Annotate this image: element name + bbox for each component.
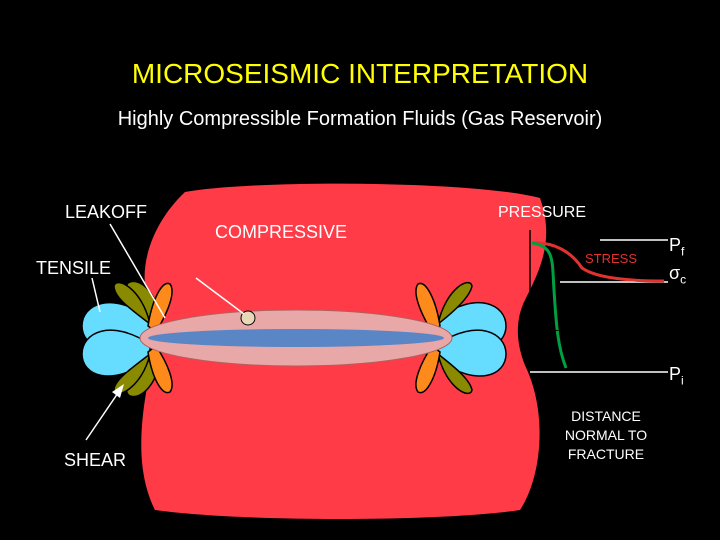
pi-subscript: i (681, 373, 684, 388)
shear-leader-line (85, 389, 121, 441)
initial-pressure-symbol: Pi (669, 364, 684, 388)
right-microseismic-lobes (415, 281, 507, 395)
graph-pressure-label: PRESSURE (498, 204, 587, 221)
shear-label: SHEAR (64, 450, 127, 470)
fracture-plane (148, 329, 444, 347)
graph-stress-label: STRESS (585, 251, 638, 266)
sigma-c-base: σ (669, 263, 681, 283)
closure-stress-symbol: σc (669, 263, 686, 287)
tensile-label: TENSILE (36, 258, 112, 278)
slide-title: MICROSEISMIC INTERPRETATION (131, 58, 589, 89)
fracture-pressure-symbol: Pf (669, 235, 684, 259)
compressive-leader-line (195, 277, 245, 315)
compressive-label: COMPRESSIVE (215, 222, 348, 242)
slide-subtitle: Highly Compressible Formation Fluids (Ga… (117, 108, 603, 130)
shear-arrowhead (112, 384, 124, 398)
pf-base: P (669, 235, 682, 255)
leakoff-leader-line (109, 223, 166, 319)
pressure-curve (531, 241, 568, 369)
sigma-c-subscript: c (680, 272, 687, 287)
graph-x-axis-label: DISTANCE NORMAL TO FRACTURE (564, 408, 648, 462)
leakoff-label: LEAKOFF (65, 202, 148, 222)
pressure-graph (529, 230, 668, 373)
left-microseismic-lobes (81, 280, 173, 398)
compressive-event-marker (240, 310, 256, 326)
tensile-leader-line (91, 277, 101, 313)
stress-curve (531, 241, 665, 283)
pf-subscript: f (681, 244, 685, 259)
pi-base: P (669, 364, 682, 384)
graph-leakoff-label: LEAKOFF (551, 318, 615, 334)
